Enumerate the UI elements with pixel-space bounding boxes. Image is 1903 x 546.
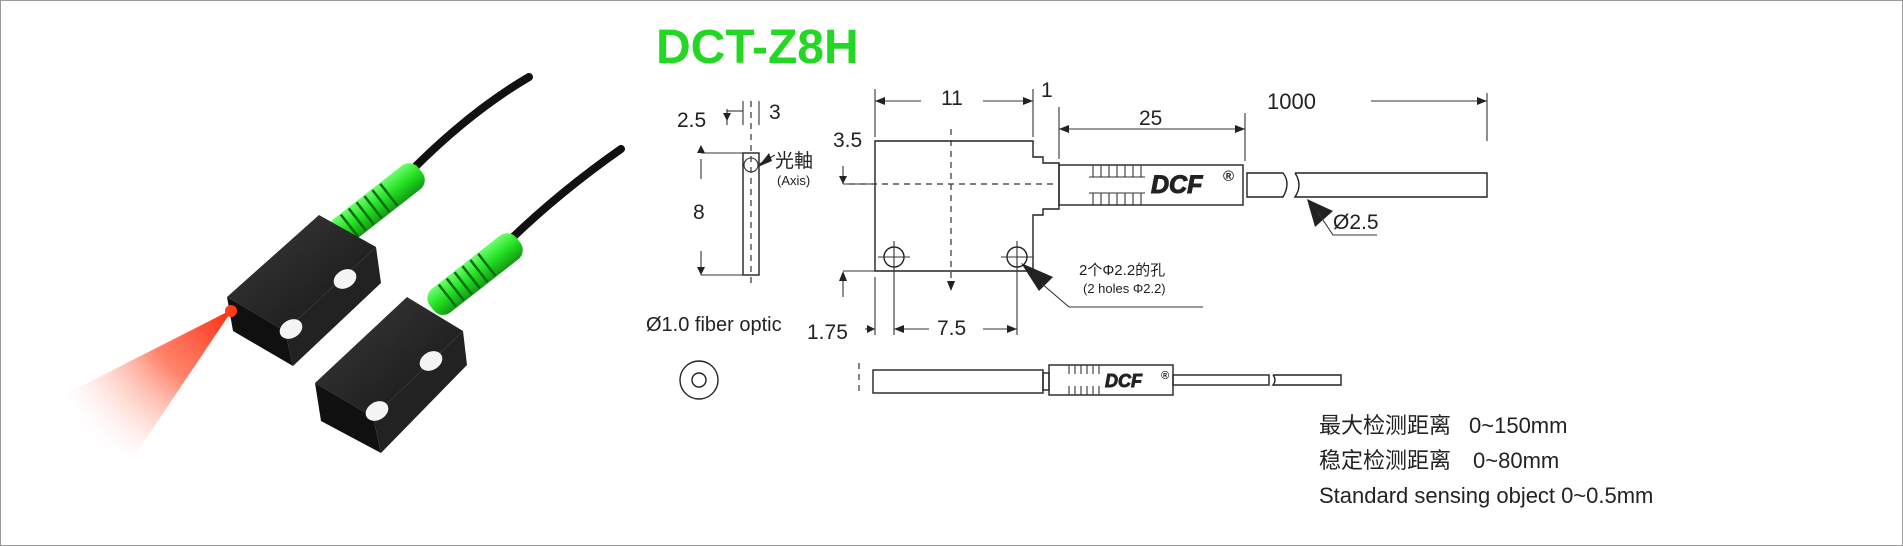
bottom-view-cable [1172,374,1270,386]
bottom-view-body [872,369,1044,394]
dim-gap-1: 1 [1041,79,1053,102]
emitter-lens [225,305,237,317]
fiber-cable-2 [507,145,625,243]
holes-note-cn: 2个Φ2.2的孔 [1079,262,1165,279]
product-photo [56,73,625,476]
bottom-view: DCF ® [858,363,1342,396]
fiber-sleeve-1 [329,163,425,245]
light-beam [56,309,233,476]
dim-bottom-1-75: 1.75 [807,321,848,344]
sensor-head-2 [315,297,467,453]
front-view: DCF ® 11 1 25 1000 3.5 1.75 7.5 [807,79,1488,344]
cable-diameter: Ø2.5 [1333,211,1379,234]
sensor-head-1 [225,215,381,366]
front-view-sleeve [1058,164,1244,206]
fiber-cable-1 [409,73,533,173]
side-view-body [742,152,760,276]
dim-side-3: 3 [769,101,781,124]
model-title: DCT-Z8H [656,21,859,74]
dim-side-2-5: 2.5 [677,109,706,132]
fiber-cross-section-inner [691,372,707,388]
mount-hole-2b [365,401,389,421]
front-view-cable [1246,172,1288,198]
dim-width-11: 11 [941,87,963,110]
fiber-optic-label: Ø1.0 fiber optic [646,314,782,336]
mount-hole-1b [279,319,303,339]
mount-hole-1a [333,269,357,289]
bottom-view-stub [1042,372,1050,391]
dim-side-8: 8 [693,201,705,224]
fiber-cross-section-outer [679,360,719,400]
dim-pitch-7-5: 7.5 [937,317,966,340]
axis-label-cn: 光軸 [775,150,813,172]
side-view: 2.5 3 8 光軸 (Axis) Ø1.0 fiber optic [646,101,813,400]
bottom-view-brand: DCF [1105,371,1143,391]
holes-note-en: (2 holes Φ2.2) [1083,281,1166,296]
front-view-brand: DCF [1151,171,1203,199]
bottom-view-brand-mark: ® [1161,370,1169,382]
axis-label-en: (Axis) [777,173,810,188]
dim-cable-1000: 1000 [1267,89,1316,114]
dim-length-25: 25 [1139,107,1162,130]
fiber-sleeve-2 [427,233,523,315]
front-view-brand-mark: ® [1223,168,1234,185]
dim-axis-3-5: 3.5 [833,129,862,152]
mount-hole-2a [419,351,443,371]
